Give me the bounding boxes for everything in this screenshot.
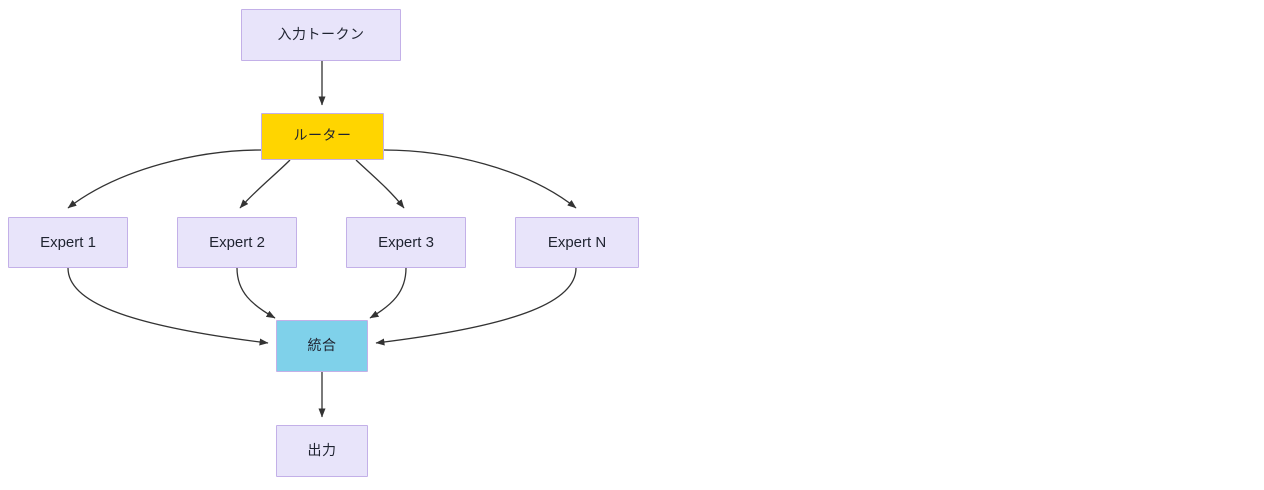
node-router-label: ルーター	[293, 128, 352, 145]
edge-expert1-to-merge	[67, 267, 269, 346]
node-merge-label: 統合	[307, 337, 337, 354]
node-expert-3[interactable]: Expert 3	[346, 217, 466, 268]
edge-router-to-expert3	[355, 159, 405, 209]
node-merge[interactable]: 統合	[276, 320, 368, 372]
node-input-token-label: 入力トークン	[277, 26, 365, 43]
edge-expert3-to-merge	[369, 267, 407, 319]
node-output-label: 出力	[307, 442, 337, 459]
node-expert-n[interactable]: Expert N	[515, 217, 639, 268]
edge-expert2-to-merge	[236, 267, 276, 319]
node-expert-1[interactable]: Expert 1	[8, 217, 128, 268]
node-expert-3-label: Expert 3	[378, 233, 434, 251]
edge-router-to-expertN	[383, 149, 577, 209]
edge-expertN-to-merge	[375, 267, 577, 346]
node-router[interactable]: ルーター	[261, 113, 384, 160]
node-expert-2-label: Expert 2	[209, 233, 265, 251]
node-expert-n-label: Expert N	[547, 233, 607, 251]
node-expert-2[interactable]: Expert 2	[177, 217, 297, 268]
node-input-token[interactable]: 入力トークン	[241, 9, 401, 61]
edge-router-to-expert2	[239, 159, 291, 209]
node-expert-1-label: Expert 1	[40, 233, 96, 251]
node-output[interactable]: 出力	[276, 425, 368, 477]
edge-router-to-expert1	[67, 149, 262, 209]
